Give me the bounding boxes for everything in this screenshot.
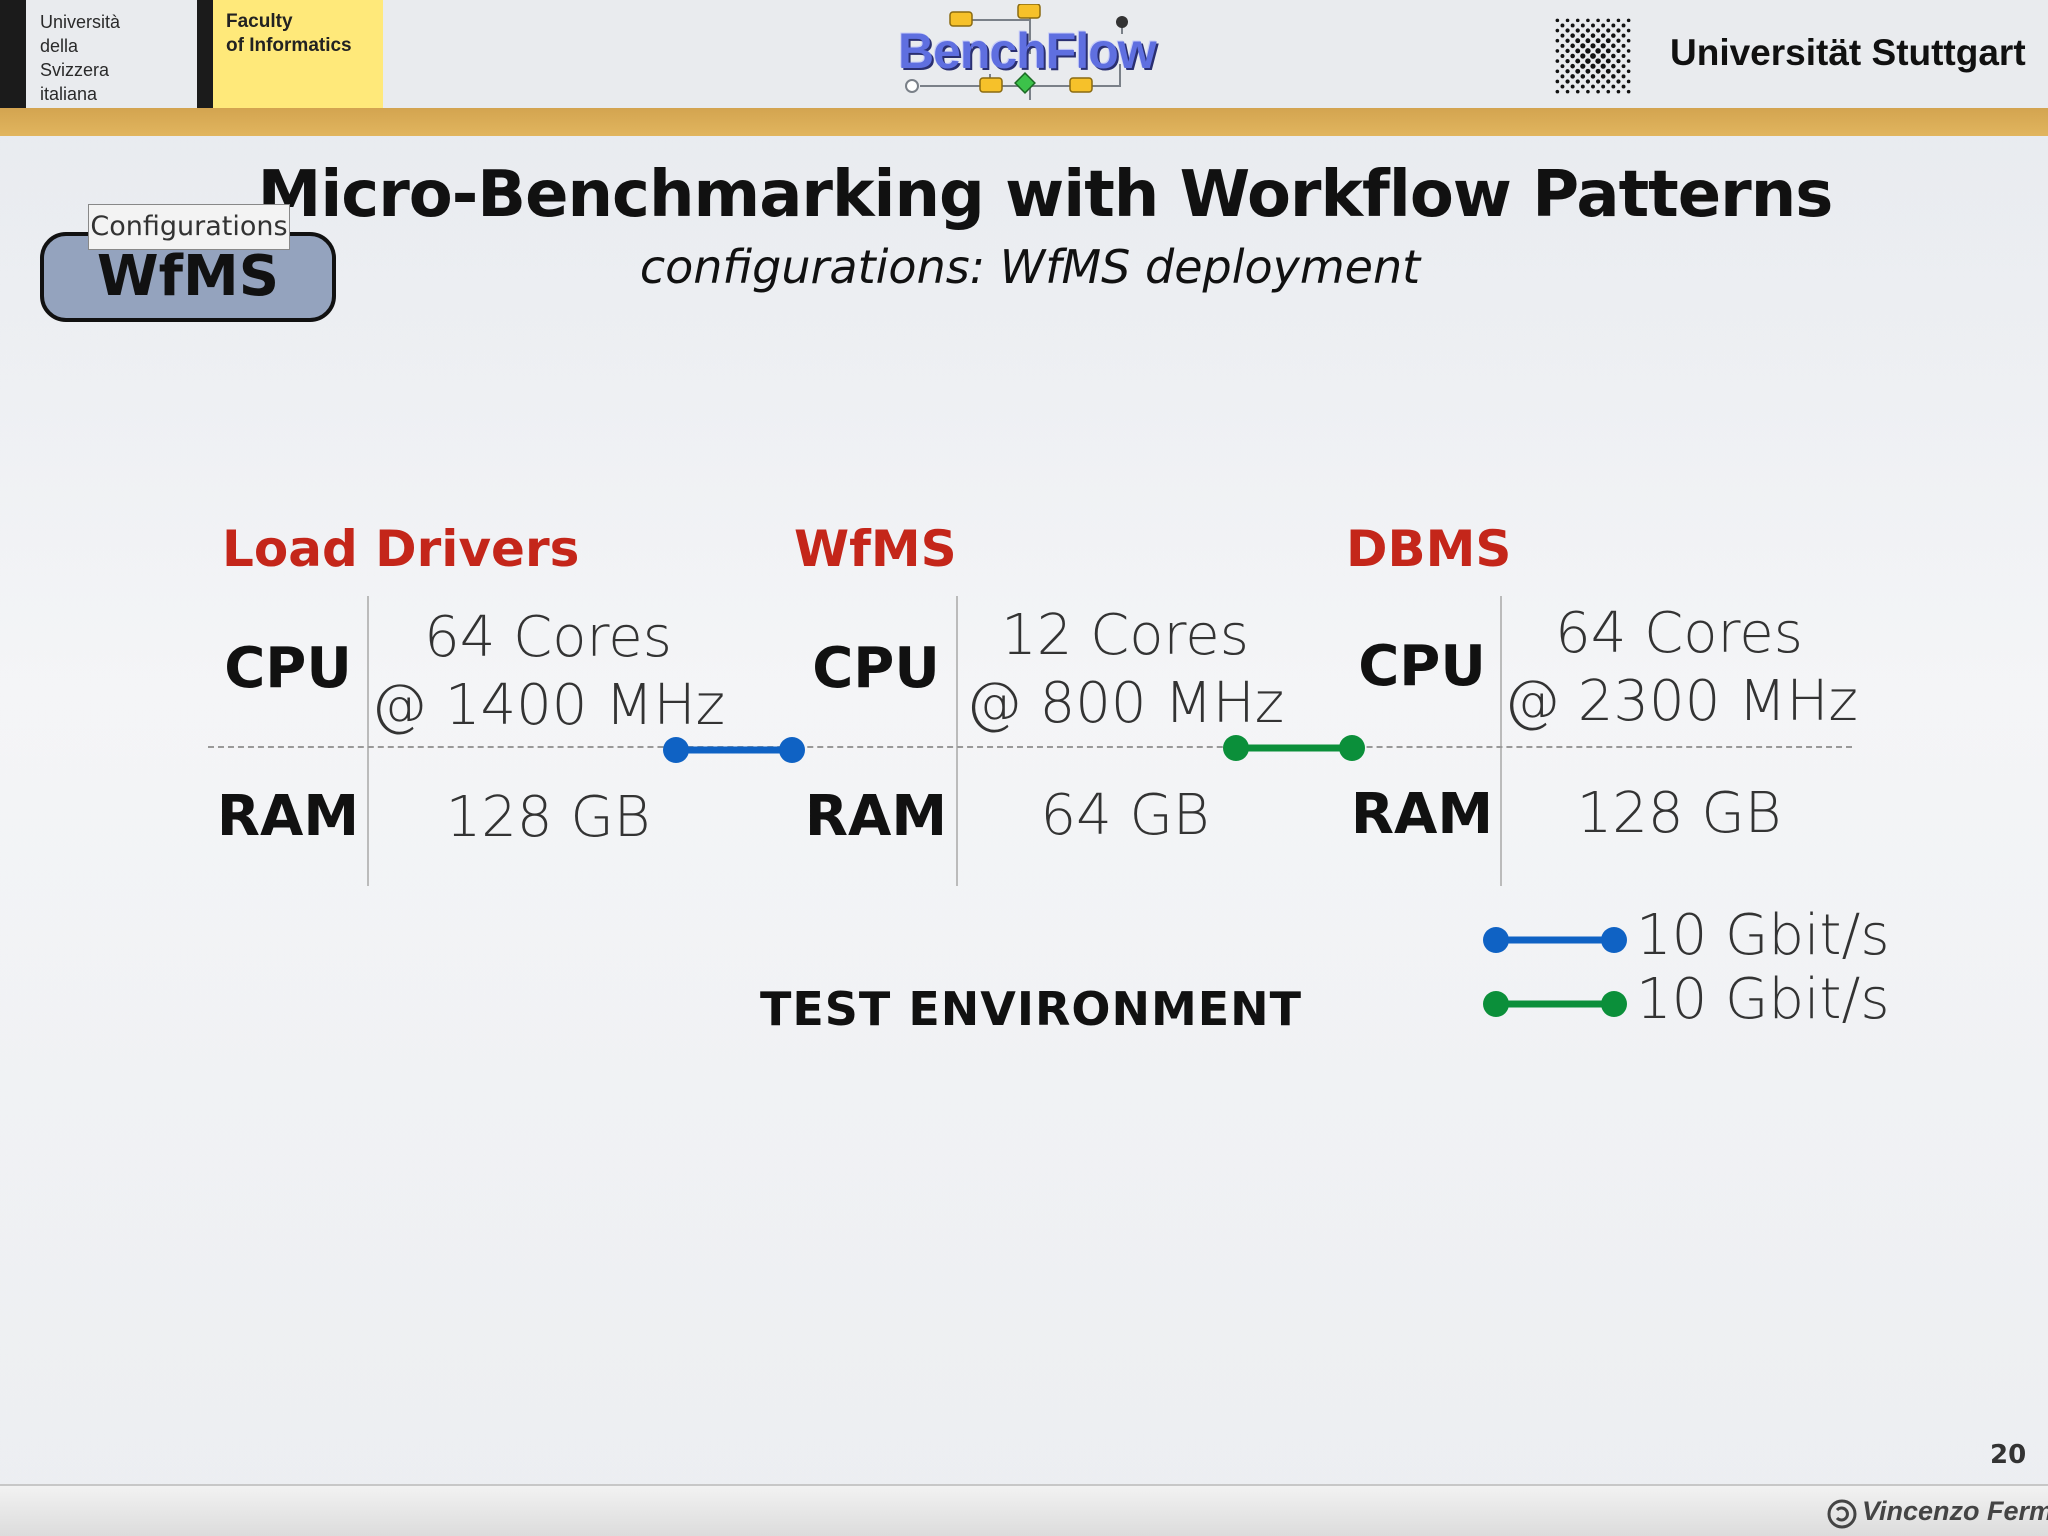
stuttgart-logo-text: Universität Stuttgart bbox=[1670, 32, 2026, 73]
column-divider bbox=[956, 596, 958, 886]
usi-logo-bar bbox=[0, 0, 26, 108]
legend-link-blue-icon bbox=[1483, 927, 1627, 953]
ram-label: RAM bbox=[216, 784, 360, 849]
creative-commons-icon bbox=[1827, 1499, 1857, 1529]
network-link-blue bbox=[663, 737, 805, 763]
legend-link-green-icon bbox=[1483, 991, 1627, 1017]
page-number: 20 bbox=[1990, 1440, 2027, 1470]
ram-value: 64 GB bbox=[1040, 783, 1210, 848]
heading-load-drivers: Load Drivers bbox=[222, 520, 580, 578]
cpu-cores-value: 64 Cores bbox=[424, 605, 672, 670]
cpu-cores-value: 64 Cores bbox=[1555, 601, 1803, 666]
benchflow-logo-graphic bbox=[905, 4, 1128, 100]
usi-logo-text: Università della Svizzera italiana bbox=[40, 12, 121, 104]
ram-value: 128 GB bbox=[445, 785, 651, 850]
author-credit: Vincenzo Ferme bbox=[1862, 1496, 2048, 1526]
faculty-logo-box bbox=[213, 0, 383, 108]
heading-wfms: WfMS bbox=[794, 520, 957, 578]
legend-speed-green: 10 Gbit/s bbox=[1636, 967, 1890, 1032]
cpu-frequency-value: @ 2300 MHz bbox=[1504, 669, 1858, 734]
faculty-logo-bar bbox=[197, 0, 213, 108]
faculty-logo-text: Faculty of Informatics bbox=[226, 11, 352, 56]
cpu-label: CPU bbox=[224, 636, 352, 701]
slide-subtitle: configurations: WfMS deployment bbox=[639, 240, 1421, 294]
cpu-label: CPU bbox=[1358, 634, 1486, 699]
heading-dbms: DBMS bbox=[1346, 520, 1512, 578]
cpu-frequency-value: @ 800 MHz bbox=[965, 671, 1285, 736]
cpu-label: CPU bbox=[812, 636, 940, 701]
ram-label: RAM bbox=[1350, 782, 1494, 847]
stuttgart-logo-icon bbox=[1555, 18, 1631, 94]
test-environment-caption: TEST ENVIRONMENT bbox=[760, 982, 1303, 1036]
section-badge-label: WfMS bbox=[96, 244, 280, 309]
footer-divider bbox=[0, 1484, 2048, 1486]
ram-label: RAM bbox=[804, 784, 948, 849]
slide-title: Micro-Benchmarking with Workflow Pattern… bbox=[257, 158, 1834, 232]
cpu-frequency-value: @ 1400 MHz bbox=[371, 673, 725, 738]
ram-value: 128 GB bbox=[1576, 781, 1782, 846]
column-divider bbox=[367, 596, 369, 886]
network-link-green bbox=[1223, 735, 1365, 761]
legend-speed-blue: 10 Gbit/s bbox=[1636, 903, 1890, 968]
cpu-cores-value: 12 Cores bbox=[1001, 603, 1249, 668]
footer-band bbox=[0, 1486, 2048, 1536]
row-divider bbox=[208, 746, 1852, 748]
section-badge-tab: Configurations bbox=[88, 204, 290, 250]
benchflow-logo-text: BenchFlow bbox=[898, 23, 1157, 79]
column-divider bbox=[1500, 596, 1502, 886]
header-gold-band bbox=[0, 108, 2048, 136]
